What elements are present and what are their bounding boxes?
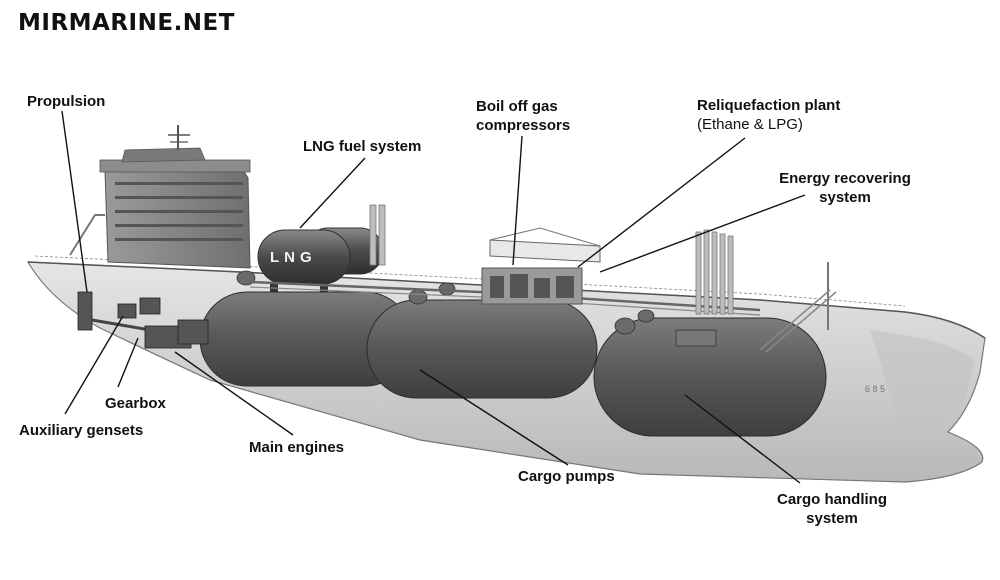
label-propulsion: Propulsion	[27, 93, 106, 110]
label-main-engines: Main engines	[249, 439, 345, 456]
label-cargo-pumps: Cargo pumps	[518, 468, 615, 485]
label-energy-line1: Energy recovering	[779, 170, 911, 187]
wheelhouse	[121, 147, 206, 163]
deck-pipework	[249, 280, 761, 312]
leader-gearbox	[117, 337, 139, 388]
label-reliquefaction-line1: Reliquefaction plant	[697, 97, 841, 114]
leader-lines	[61, 110, 806, 484]
label-reliquefaction-line2: (Ethane & LPG)	[697, 116, 803, 133]
aft-stairs	[69, 214, 105, 256]
propeller-shaft	[91, 318, 151, 332]
manifold	[675, 329, 717, 347]
label-cargo-handling-line2: system	[806, 510, 858, 527]
label-boil-off-gas-compressors: Boil off gas compressors	[476, 97, 570, 135]
leader-lng-fuel	[299, 157, 366, 229]
tank-domes	[236, 270, 655, 335]
leader-boil-off	[512, 135, 523, 266]
bow-shade	[870, 330, 975, 440]
label-cargo-handling-line1: Cargo handling	[777, 491, 887, 508]
superstructure	[104, 164, 251, 269]
deck-edge	[27, 261, 986, 339]
label-auxiliary-gensets: Auxiliary gensets	[19, 422, 144, 439]
hull-markings: 6 8 5	[865, 384, 885, 394]
lng-fuel-tanks: LNG	[257, 227, 384, 296]
leader-energy	[599, 194, 806, 273]
cargo-tanks	[199, 291, 827, 437]
propeller-blade	[77, 291, 93, 331]
label-boil-off-line1: Boil off gas	[476, 98, 558, 115]
leader-propulsion	[61, 110, 88, 293]
compressor-house	[481, 227, 601, 305]
label-boil-off-line2: compressors	[476, 117, 571, 134]
leader-reliquefaction	[577, 137, 746, 268]
superstructure-windows	[115, 182, 243, 241]
vent-masts	[369, 204, 829, 330]
leader-main-engines	[174, 351, 294, 436]
leader-cargo-pumps	[419, 369, 569, 466]
label-cargo-handling-system: Cargo handling system	[770, 490, 894, 528]
label-energy-line2: system	[819, 189, 871, 206]
label-lng-fuel-system: LNG fuel system	[303, 138, 422, 155]
lng-tank-marking: LNG	[270, 249, 317, 266]
label-reliquefaction-plant: Reliquefaction plant (Ethane & LPG)	[697, 96, 840, 134]
leader-cargo-handling	[684, 394, 801, 484]
leader-auxiliary	[64, 315, 124, 415]
engine-room-machinery	[117, 297, 209, 349]
brand-watermark: MIRMARINE.NET	[18, 10, 235, 36]
label-gearbox: Gearbox	[105, 395, 166, 412]
label-energy-recovering-system: Energy recovering system	[772, 169, 918, 207]
